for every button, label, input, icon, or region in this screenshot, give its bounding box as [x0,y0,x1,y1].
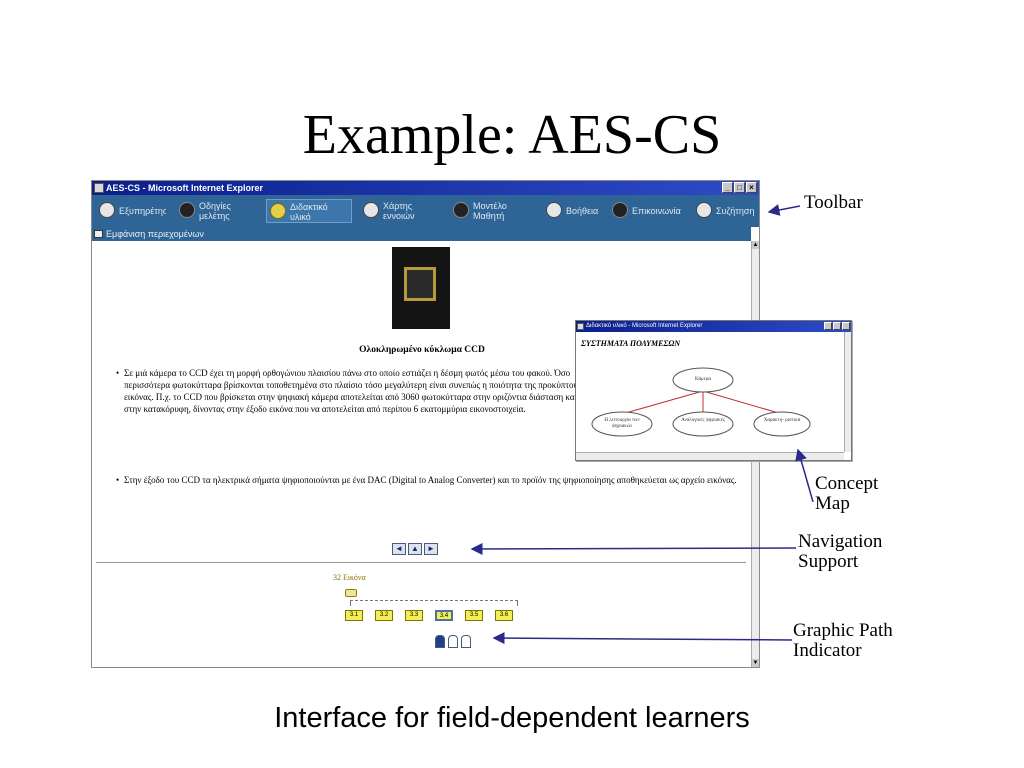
slide-caption: Interface for field-dependent learners [274,702,750,734]
maximize-button[interactable]: □ [734,182,745,193]
next-page-button[interactable]: ► [424,543,438,555]
concept-node-label: Η λειτουργία των ψηφιακών [604,418,640,429]
minimize-button[interactable] [824,322,832,330]
slide-title: Example: AES-CS [302,104,722,166]
navigation-buttons: ◄ ▲ ► [392,543,438,555]
graphic-path-root-node[interactable] [345,589,357,597]
ccd-chip-frame [404,267,436,301]
concept-node[interactable] [591,411,653,437]
section-icon [94,230,103,238]
toolbar-item-communication[interactable]: Επικοινωνία [609,199,691,223]
bullet-text: Στην έξοδο του CCD τα ηλεκτρικά σήματα ψ… [124,475,737,485]
ie-icon [94,183,104,193]
globe-icon [99,202,115,218]
toolbar-item-student-model[interactable]: Μοντέλο Μαθητή [450,199,530,223]
concept-map-horizontal-scrollbar[interactable] [576,452,844,460]
map-icon [363,202,379,218]
window-title-bar: AES-CS - Microsoft Internet Explorer _ □… [92,181,759,195]
toolbar: Εξυπηρέτηση Οδηγίες μελέτης Διδακτικό υλ… [92,195,759,227]
page-unvisited-icon[interactable] [461,635,471,648]
toolbar-item-concept-map[interactable]: Χάρτης εννοιών [360,199,440,223]
content-area: Ολοκληρωμένο κύκλωμα CCD • Σε μιά κάμερα… [92,241,751,667]
graphic-path-node[interactable]: 3.2 [375,610,393,621]
chat-icon [696,202,712,218]
toolbar-item-label: Μοντέλο Μαθητή [473,201,507,221]
ccd-chip-image [392,247,450,329]
help-icon [546,202,562,218]
toolbar-item-label: Επικοινωνία [632,206,681,216]
concept-node-root[interactable] [672,367,734,393]
concept-map-vertical-scrollbar[interactable] [844,332,851,452]
toolbar-item-label: Χάρτης εννοιών [383,201,415,221]
concept-link [621,390,704,415]
content-divider [96,562,746,563]
concept-map-arrow [795,448,814,503]
page-unvisited-icon[interactable] [448,635,458,648]
concept-node[interactable] [672,411,734,437]
concept-map-window-title: Διδακτικό υλικό - Microsoft Internet Exp… [586,323,703,329]
student-icon [453,202,469,218]
previous-page-button[interactable]: ◄ [392,543,406,555]
navigation-arrow [470,542,797,555]
window-title: AES-CS - Microsoft Internet Explorer [106,183,264,193]
scroll-up-arrow-icon[interactable]: ▲ [752,241,759,249]
person-icon [179,202,195,218]
concept-map-title-bar: Διδακτικό υλικό - Microsoft Internet Exp… [576,321,851,332]
minimize-button[interactable]: _ [722,182,733,193]
bullet-paragraph-2: • Στην έξοδο του CCD τα ηλεκτρικά σήματα… [116,474,741,500]
bullet-icon: • [116,475,120,485]
bullet-paragraph-1: • Σε μιά κάμερα το CCD έχει τη μορφή ορθ… [116,367,596,427]
concept-map-heading: ΣΥΣΤΗΜΑΤΑ ΠΟΛΥΜΕΣΩΝ [581,339,681,348]
toolbar-item-label: Βοήθεια [566,206,599,216]
concept-map-diagram [591,367,811,437]
close-button[interactable]: × [746,182,757,193]
annotation-concept-map: Concept Map [815,473,879,514]
close-button[interactable] [842,322,850,330]
concept-node-label: Χαρακτη- ριστικά [763,418,801,423]
toolbar-item-label: Οδηγίες μελέτης [199,201,231,221]
bullet-icon: • [116,368,120,378]
scroll-down-arrow-icon[interactable]: ▼ [752,659,759,667]
toolbar-item-label: Εξυπηρέτηση [119,206,166,216]
concept-node[interactable] [753,411,811,437]
toolbar-item-discussion[interactable]: Συζήτηση [693,199,759,223]
section-title-bar: Εμφάνιση περιεχομένων [92,227,751,241]
annotation-graphic-path-indicator: Graphic Path Indicator [793,620,893,661]
toolbar-item-label: Συζήτηση [716,206,755,216]
annotation-toolbar: Toolbar [804,192,863,213]
concept-link [702,390,783,415]
graphic-path-label: 32 Εικόνα [333,573,366,582]
maximize-button[interactable] [833,322,841,330]
bullet-text: Σε μιά κάμερα το CCD έχει τη μορφή ορθογ… [124,368,596,414]
toolbar-arrow [767,204,801,216]
toolbar-item-service[interactable]: Εξυπηρέτηση [96,199,166,223]
mail-icon [612,202,628,218]
section-title: Εμφάνιση περιεχομένων [106,229,204,239]
graphic-path-node-active[interactable]: 3.4 [435,610,453,621]
graphic-path-node[interactable]: 3.5 [465,610,483,621]
graphic-path-connector [350,600,518,606]
graphic-path-node[interactable]: 3.3 [405,610,423,621]
concept-node-label: Αναλογικές ψηφιακές [681,418,725,423]
ie-icon [577,323,584,330]
graphic-path-node[interactable]: 3.6 [495,610,513,621]
book-icon [270,203,286,219]
toolbar-item-learning-material[interactable]: Διδακτικό υλικό [266,199,352,223]
up-level-button[interactable]: ▲ [408,543,422,555]
concept-map-window: Διδακτικό υλικό - Microsoft Internet Exp… [575,320,852,461]
image-caption: Ολοκληρωμένο κύκλωμα CCD [359,345,485,355]
graphic-path-arrow [492,632,793,645]
concept-node-root-label: Κάμερα [695,377,711,382]
graphic-path-node[interactable]: 3.1 [345,610,363,621]
toolbar-item-label: Διδακτικό υλικό [290,202,328,222]
page-visited-icon[interactable] [435,635,445,648]
annotation-navigation-support: Navigation Support [798,531,883,572]
toolbar-item-study-guide[interactable]: Οδηγίες μελέτης [176,199,251,223]
toolbar-item-help[interactable]: Βοήθεια [543,199,605,223]
